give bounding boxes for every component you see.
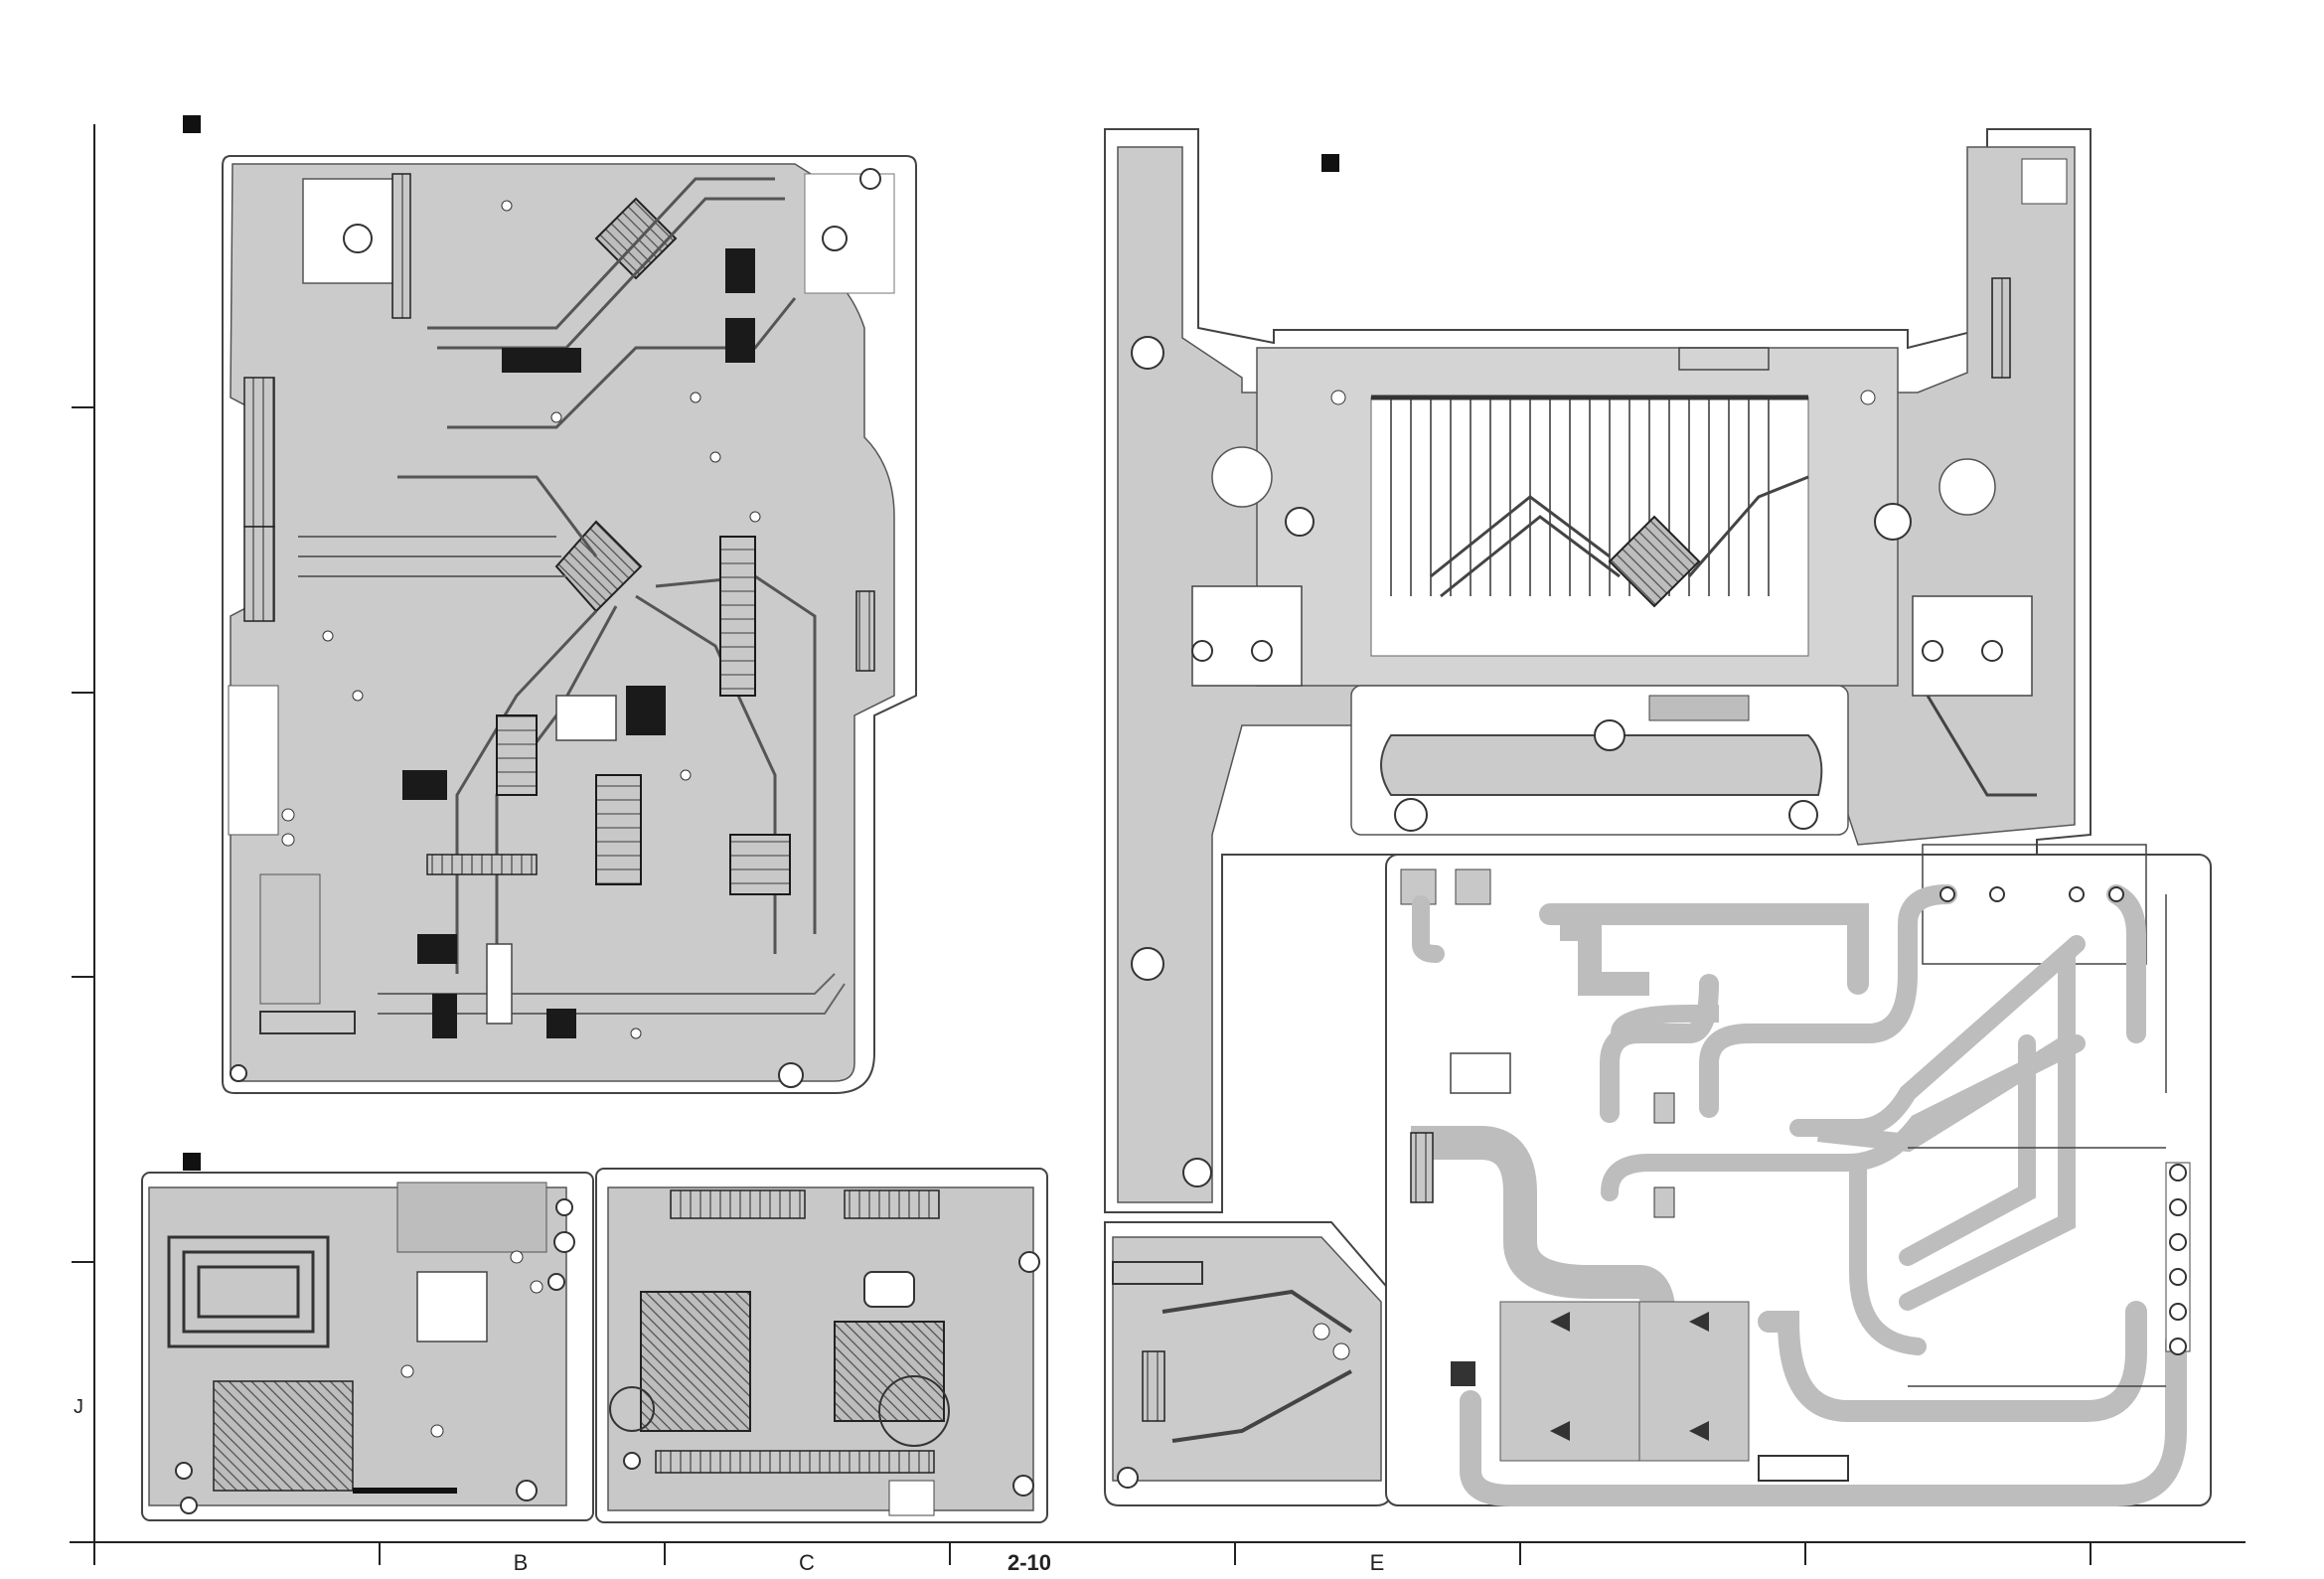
board-main-top-left: [223, 156, 916, 1093]
board-power-bottom-right: [1386, 845, 2211, 1505]
column-label-b: B: [514, 1550, 529, 1575]
board-bottom-left-b: [596, 1169, 1047, 1522]
column-label-c: C: [799, 1550, 815, 1575]
section-marker-bottom-left: [183, 1153, 201, 1171]
side-mark: J: [74, 1396, 83, 1418]
page-number: 2-10: [1007, 1550, 1051, 1575]
section-marker-top-right: [1321, 154, 1339, 172]
board-bottom-center: [1105, 1222, 1391, 1505]
column-label-e: E: [1370, 1550, 1385, 1575]
board-bottom-left-a: [142, 1173, 593, 1520]
section-marker-top-left: [183, 115, 201, 133]
